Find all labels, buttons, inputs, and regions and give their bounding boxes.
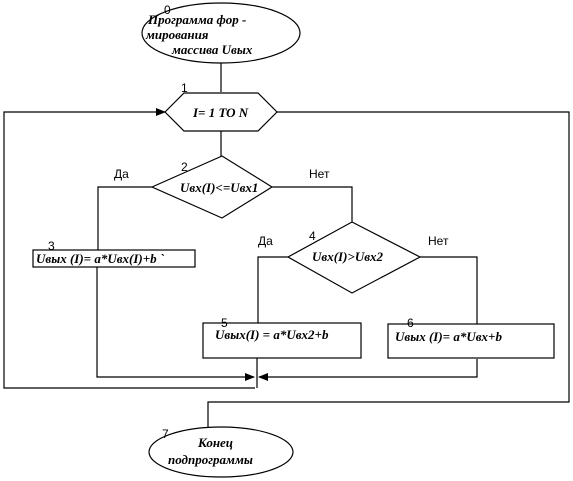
start-text-line3: массива Uвых — [171, 42, 253, 57]
process-6-number: 6 — [407, 316, 414, 330]
end-number: 7 — [162, 427, 169, 441]
start-number: 0 — [164, 3, 171, 17]
decision-4-no-label: Нет — [428, 234, 449, 248]
process-5: Uвых(I) = a*Uвх2+b 5 — [202, 316, 362, 359]
decision-1-no-label: Нет — [309, 167, 330, 181]
loop-number: 1 — [181, 81, 188, 95]
decision-4: Uвх(I)>Uвх2 4 Да Нет — [258, 221, 449, 294]
end-text-line1: Конец — [197, 435, 233, 450]
decision-4-number: 4 — [309, 229, 316, 243]
process-3: Uвых (I)= a*Uвх(I)+b ` 3 — [32, 239, 196, 268]
process-3-number: 3 — [48, 239, 55, 253]
end-text-line2: подпрограммы — [168, 452, 253, 467]
decision-1: Uвх(I)<=Uвх1 2 Да Нет — [114, 155, 330, 219]
loop-text: I= 1 TO N — [192, 105, 249, 120]
decision-1-text: Uвх(I)<=Uвх1 — [180, 180, 258, 195]
connector-proc6-merge — [258, 359, 478, 381]
start-text-line2: мирования — [145, 27, 209, 42]
process-5-text: Uвых(I) = a*Uвх2+b — [215, 327, 329, 342]
process-6-text: Uвых (I)= a*Uвх+b — [395, 329, 502, 344]
connectors — [3, 63, 570, 432]
decision-1-number: 2 — [181, 160, 188, 174]
connector-loop-exit — [207, 111, 570, 432]
connector-cond4-no — [420, 256, 478, 324]
process-6: Uвых (I)= a*Uвх+b 6 — [387, 316, 555, 359]
process-3-text: Uвых (I)= a*Uвх(I)+b ` — [36, 251, 165, 266]
start-terminator: Программа фор - мирования массива Uвых 0 — [141, 2, 301, 64]
decision-4-yes-label: Да — [258, 234, 273, 248]
connector-loop-back — [3, 108, 255, 389]
connector-cond4-yes — [257, 256, 288, 323]
process-5-number: 5 — [221, 316, 228, 330]
loop-hexagon: I= 1 TO N 1 — [164, 81, 278, 132]
connector-cond1-no — [272, 186, 353, 222]
decision-4-text: Uвх(I)>Uвх2 — [312, 249, 384, 264]
end-terminator: Конец подпрограммы 7 — [148, 426, 294, 478]
connector-proc3-merge — [96, 267, 255, 381]
decision-1-yes-label: Да — [114, 167, 129, 181]
connector-cond1-yes — [97, 186, 152, 250]
start-text-line1: Программа фор - — [147, 12, 246, 27]
